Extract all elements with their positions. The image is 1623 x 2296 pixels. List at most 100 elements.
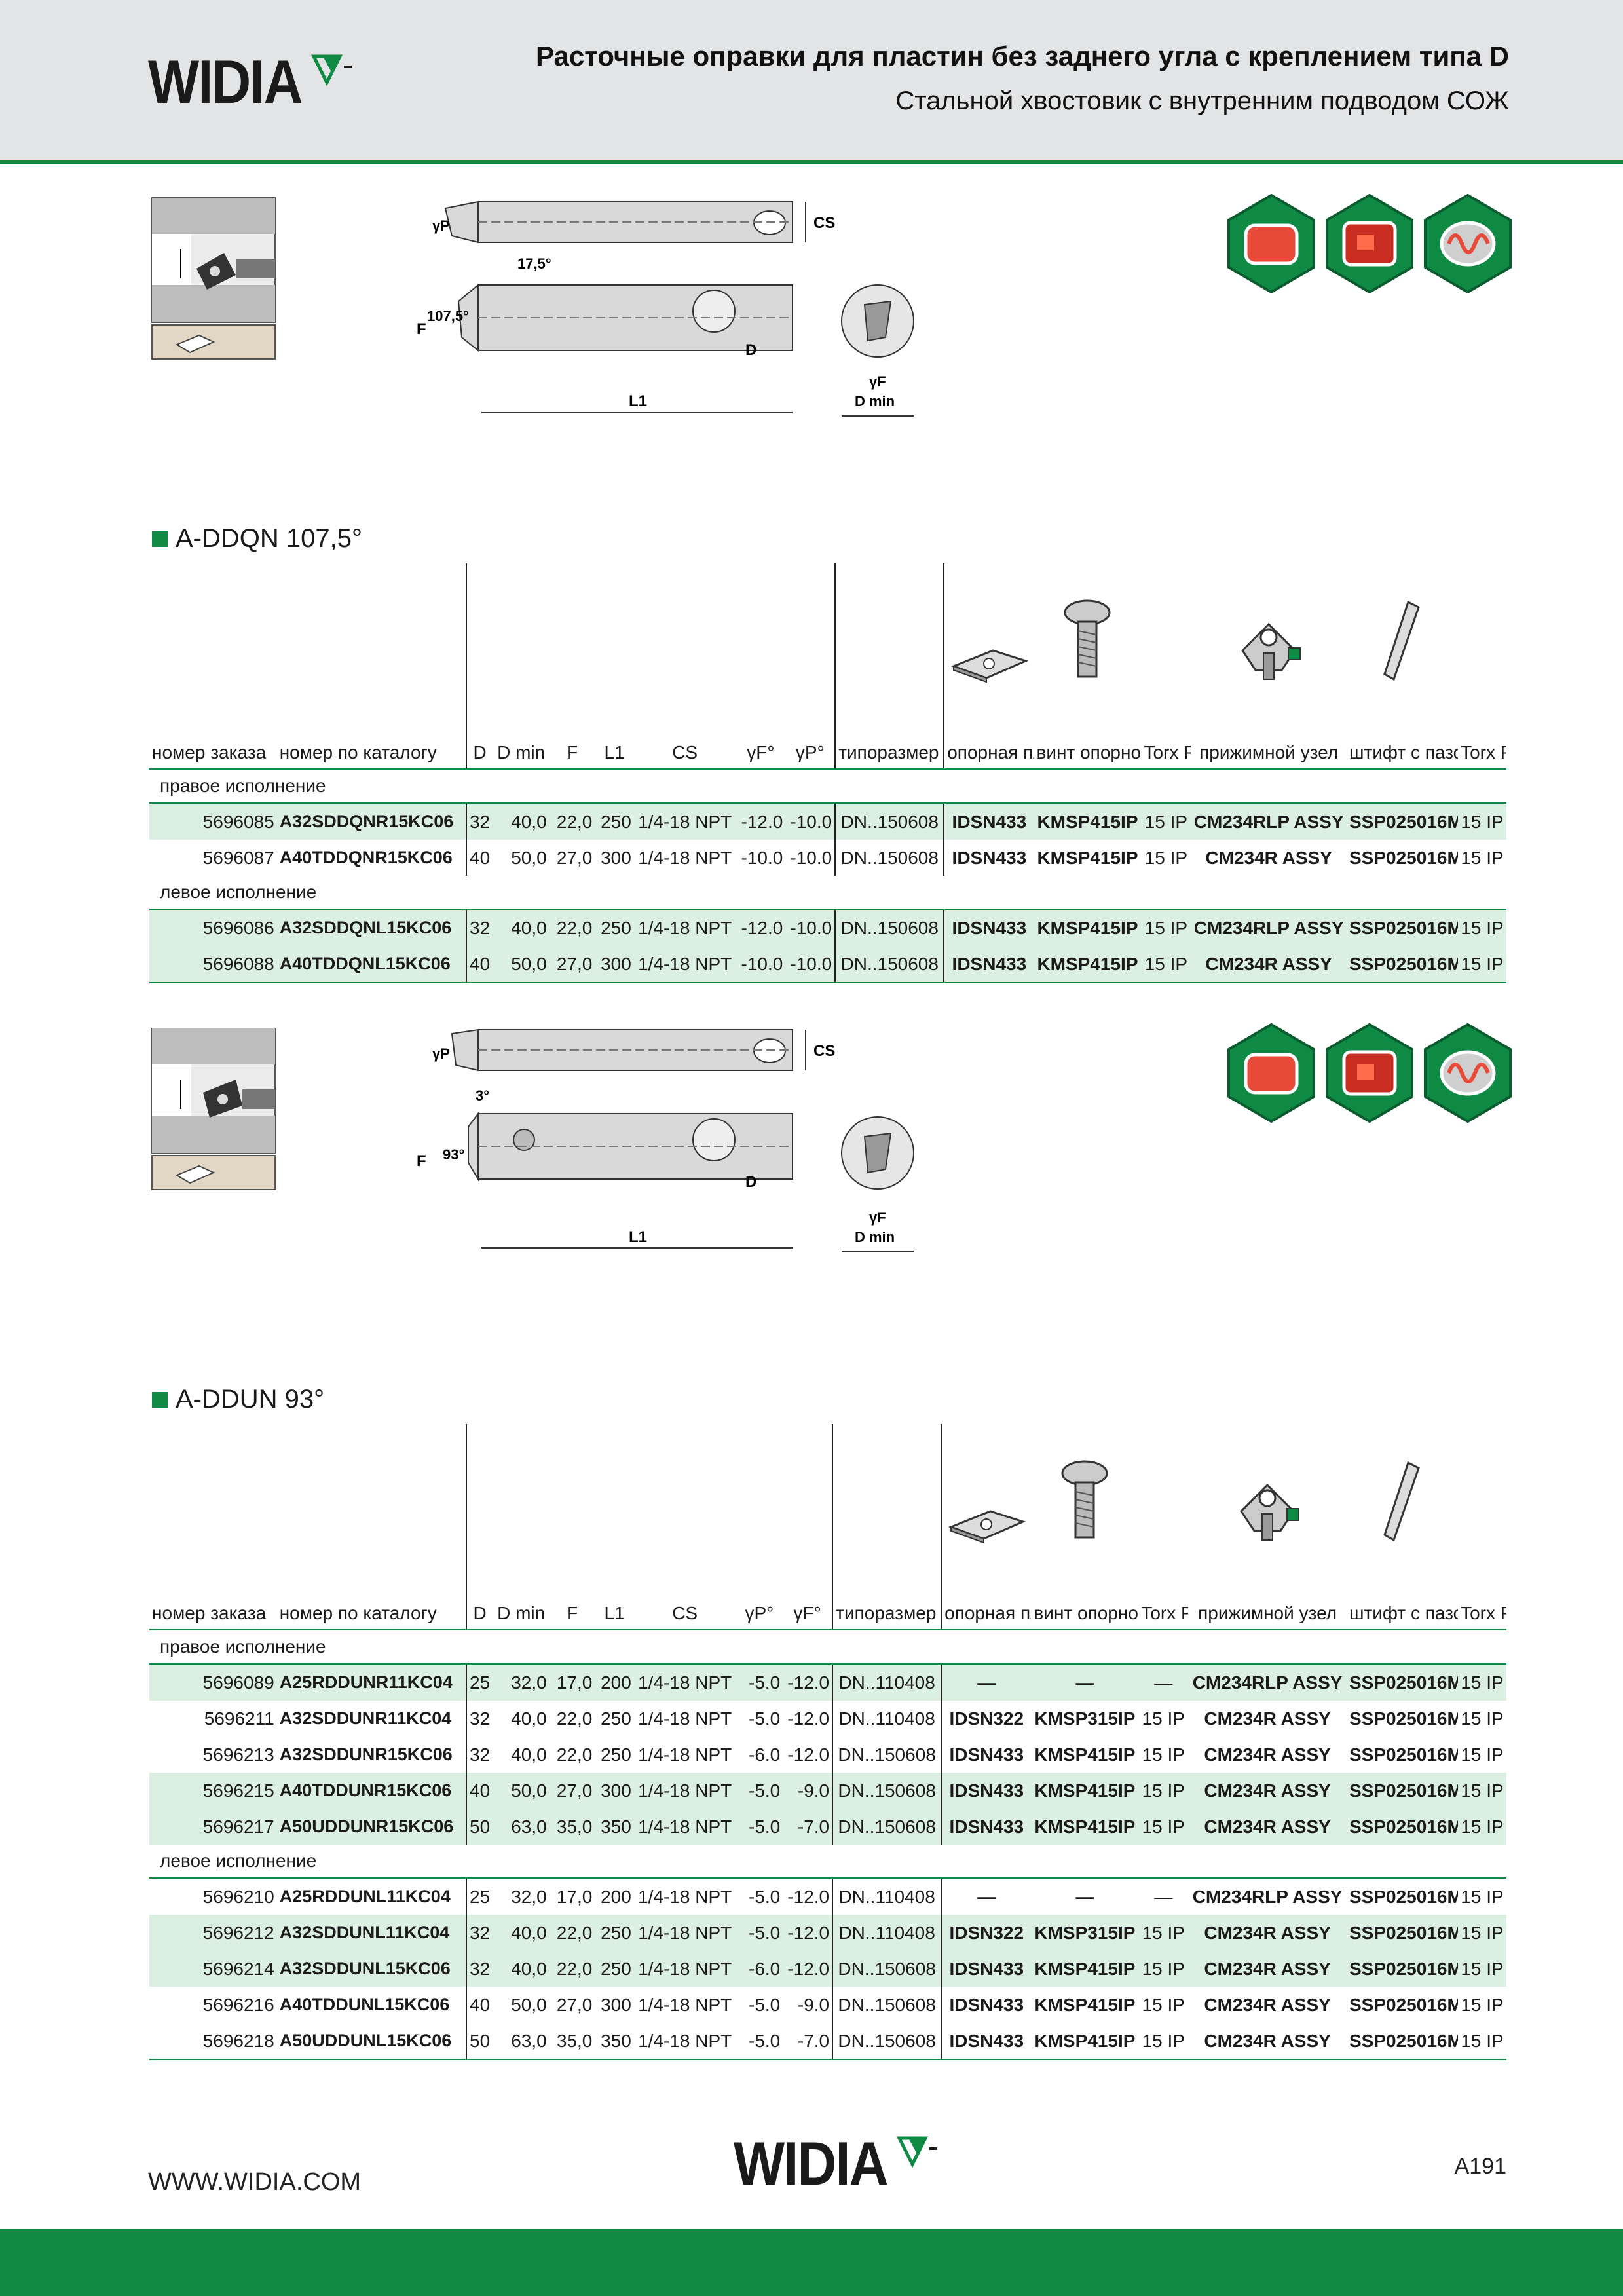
table-cell: — bbox=[1138, 1877, 1189, 1915]
table-cell: CM234RLP ASSY bbox=[1191, 802, 1347, 840]
table-cell: -5.0 bbox=[749, 1922, 781, 1943]
table-cell: -12.0 bbox=[783, 1877, 833, 1915]
clamp-assembly-icon bbox=[1241, 622, 1301, 680]
header-rule bbox=[0, 160, 1623, 164]
table-cell: 50 bbox=[465, 2023, 493, 2060]
dim-f: F bbox=[417, 1152, 426, 1170]
dim-f: F bbox=[417, 320, 426, 338]
table-cell: 22,0 bbox=[556, 1744, 593, 1765]
table-cell: DN..150608 bbox=[832, 1809, 942, 1845]
column-header: Torx Plus bbox=[1458, 688, 1506, 770]
column-header: γF° bbox=[736, 688, 786, 770]
turning-application-icon bbox=[1227, 1023, 1315, 1123]
dim-angle1: 17,5° bbox=[517, 255, 551, 272]
boring-thumbnail-2 bbox=[151, 1028, 276, 1190]
table-cell: DN..150608 bbox=[832, 2023, 942, 2060]
table-cell: 15 IP bbox=[1141, 909, 1191, 946]
table-cell: 15 IP bbox=[1461, 1994, 1504, 2015]
table-cell: SSP025016M bbox=[1349, 1708, 1459, 1729]
table-cell: IDSN322 bbox=[941, 1915, 1032, 1951]
table-cell: KMSP415IP bbox=[1034, 1958, 1136, 1979]
table-cell: 40,0 bbox=[511, 1744, 547, 1765]
table-cell: IDSN433 bbox=[941, 1987, 1032, 2023]
table-cell: SSP025016M bbox=[1349, 847, 1459, 868]
table-cell: A32SDDUNR15KC06 bbox=[279, 1744, 453, 1764]
table-cell: A25RDDUNL11KC04 bbox=[276, 1877, 466, 1915]
table-cell: 5696211 bbox=[204, 1708, 274, 1729]
footer-website-link[interactable]: WWW.WIDIA.COM bbox=[148, 2168, 362, 2196]
table-cell: 15 IP bbox=[1142, 1744, 1185, 1765]
table-cell: 32 bbox=[465, 1701, 493, 1737]
table-cell: -12.0 bbox=[787, 1958, 830, 1979]
table-cell: DN..110408 bbox=[832, 1877, 942, 1915]
boring-application-icon bbox=[1326, 194, 1413, 293]
table-cell: -5.0 bbox=[736, 1663, 783, 1701]
table-cell: 15 IP bbox=[1458, 1663, 1506, 1701]
table-cell: 40 bbox=[465, 840, 493, 876]
table-cell: 300 bbox=[601, 1780, 631, 1801]
table-cell: 15 IP bbox=[1461, 847, 1504, 868]
table-cell: -7.0 bbox=[783, 2023, 833, 2060]
table-cell: A40TDDUNR15KC06 bbox=[279, 1780, 452, 1800]
table-cell: 1/4-18 NPT bbox=[638, 847, 732, 868]
dim-l1: L1 bbox=[629, 392, 647, 410]
table-cell: -10.0 bbox=[785, 909, 836, 946]
table-cell: 15 IP bbox=[1142, 1958, 1185, 1979]
table-cell: DN..110408 bbox=[832, 1663, 942, 1701]
column-header: L1 bbox=[595, 688, 634, 770]
table-cell: 5696210 bbox=[149, 1877, 277, 1915]
dim-d: D bbox=[745, 1173, 756, 1191]
column-header: γF° bbox=[783, 1549, 833, 1630]
application-icons-2 bbox=[1226, 1023, 1513, 1123]
section-marker bbox=[152, 531, 168, 547]
table-cell: 1/4-18 NPT bbox=[638, 1708, 732, 1729]
table-cell: 15 IP bbox=[1461, 1744, 1504, 1765]
table-cell: -12.0 bbox=[787, 1708, 830, 1729]
table-cell: SSP025016M bbox=[1346, 909, 1459, 946]
table-cell: 1/4-18 NPT bbox=[633, 802, 736, 840]
table-cell: 25 bbox=[465, 1877, 493, 1915]
table-cell: 250 bbox=[601, 1922, 631, 1943]
table-cell: 1/4-18 NPT bbox=[638, 1922, 732, 1943]
table-cell: -5.0 bbox=[736, 2023, 783, 2060]
table-cell: IDSN433 bbox=[941, 1773, 1032, 1809]
table-cell: -12.0 bbox=[787, 1744, 830, 1765]
table-cell: SSP025016M bbox=[1347, 1663, 1459, 1701]
group-label: правое исполнение bbox=[160, 776, 326, 796]
table-cell: 15 IP bbox=[1141, 802, 1191, 840]
table-cell: 15 IP bbox=[1461, 1816, 1504, 1837]
table-cell: 350 bbox=[595, 2023, 634, 2060]
logo-mark-icon bbox=[896, 2136, 937, 2168]
section-title-ddqn: A-DDQN 107,5° bbox=[152, 524, 362, 554]
dim-gp: γP bbox=[432, 1045, 450, 1062]
table-cell: 5696214 bbox=[202, 1958, 274, 1979]
table-cell: KMSP415IP bbox=[1034, 909, 1142, 946]
table-cell: -5.0 bbox=[749, 1780, 781, 1801]
table-cell: -5.0 bbox=[736, 1877, 783, 1915]
table-cell: 15 IP bbox=[1461, 1780, 1504, 1801]
table-cell: 350 bbox=[601, 1816, 631, 1837]
table-cell: -12.0 bbox=[783, 1663, 833, 1701]
column-header: Torx Plus bbox=[1138, 1549, 1189, 1630]
table-cell: 27,0 bbox=[556, 1994, 593, 2015]
table-cell: DN..110408 bbox=[832, 1915, 942, 1951]
boring-application-icon bbox=[1326, 1023, 1413, 1123]
table-cell: 40 bbox=[465, 946, 493, 983]
column-header: штифт с пазом bbox=[1346, 688, 1459, 770]
table-cell: 1/4-18 NPT bbox=[633, 1663, 736, 1701]
logo-word: WIDIA bbox=[734, 2129, 888, 2198]
table-cell: 50,0 bbox=[511, 847, 547, 868]
table-cell: A32SDDQNR15KC06 bbox=[276, 802, 466, 840]
table-cell: CM234RLP ASSY bbox=[1191, 909, 1347, 946]
column-header: Torx Plus bbox=[1458, 1549, 1506, 1630]
table-cell: A50UDDUNL15KC06 bbox=[276, 2023, 466, 2060]
table-cell: 300 bbox=[601, 1994, 631, 2015]
group-label: правое исполнение bbox=[160, 1636, 326, 1657]
table-cell: 5696218 bbox=[149, 2023, 277, 2060]
table-cell: — bbox=[941, 1663, 1032, 1701]
table-cell: SSP025016M bbox=[1346, 802, 1459, 840]
table-cell: 5696089 bbox=[149, 1663, 277, 1701]
boring-thumbnail-1 bbox=[151, 197, 276, 360]
